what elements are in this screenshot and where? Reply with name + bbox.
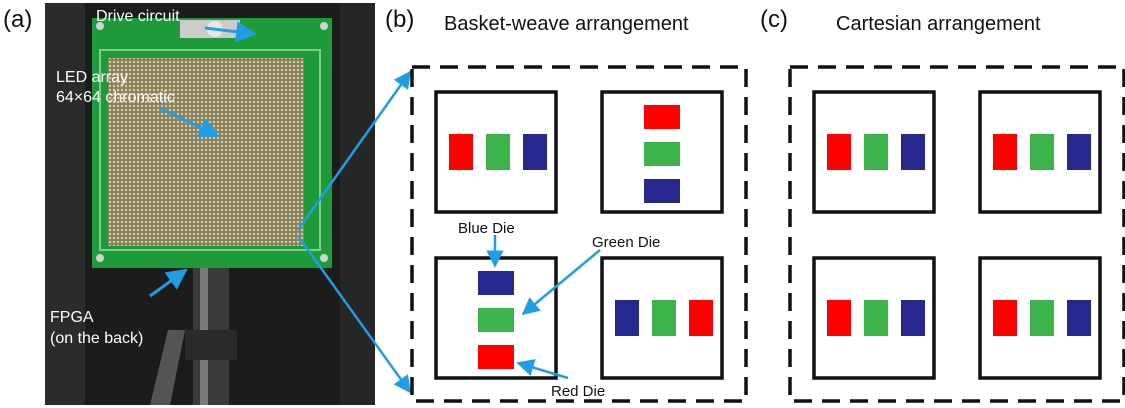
drive-circuit-label: Drive circuit xyxy=(96,8,180,25)
panel-b-cell-1-green-die xyxy=(486,134,510,170)
panel-b-cell-1-blue-die xyxy=(523,134,547,170)
panel-a: Drive circuit LED array 64×64 chromatic … xyxy=(45,3,375,405)
panel-c-letter: (c) xyxy=(760,6,788,33)
panel-c-cells xyxy=(812,90,1102,380)
panel-c-cell-3-green-die xyxy=(864,300,888,336)
led-array xyxy=(108,58,304,246)
pcb-screw-1 xyxy=(96,22,104,30)
photo-curtain-left xyxy=(45,3,85,405)
red-die-arrow xyxy=(516,359,569,380)
panel-c-cell-2-blue-die xyxy=(1067,134,1091,170)
panel-c-dashed-frame xyxy=(788,65,1125,403)
panel-b-cell-4-green-die xyxy=(652,300,676,336)
fpga-arrow xyxy=(149,268,188,298)
panel-c-cell-3 xyxy=(812,256,936,380)
green-die-arrow xyxy=(521,249,601,316)
panel-c-cell-1 xyxy=(812,90,936,214)
panel-b-cell-3-blue-die xyxy=(478,271,514,295)
panel-c-cell-2 xyxy=(978,90,1102,214)
panel-b-title: Basket-weave arrangement xyxy=(444,13,689,35)
panel-c-cell-3-red-die xyxy=(827,300,851,336)
panel-b-cell-2-red-die xyxy=(644,105,680,129)
drive-circuit-arrow xyxy=(204,21,258,43)
panel-b-cell-2-blue-die xyxy=(644,179,680,203)
led-array-label-line1: LED array xyxy=(56,69,128,86)
panel-c-title: Cartesian arrangement xyxy=(836,13,1041,35)
panel-c-cell-4-green-die xyxy=(1030,300,1054,336)
panel-b-cell-4-blue-die xyxy=(615,300,639,336)
panel-b-letter: (b) xyxy=(385,6,414,33)
fpga-label-line2: (on the back) xyxy=(50,330,143,347)
panel-b-cell-2-green-die xyxy=(644,142,680,166)
panel-b-cell-4-red-die xyxy=(689,300,713,336)
panel-c-cell-4 xyxy=(978,256,1102,380)
panel-c-cell-1-green-die xyxy=(864,134,888,170)
panel-b-cells xyxy=(434,90,724,380)
panel-c-cell-3-blue-die xyxy=(901,300,925,336)
blue-die-label: Blue Die xyxy=(458,220,515,237)
panel-c-cell-1-red-die xyxy=(827,134,851,170)
led-array-arrow xyxy=(159,106,220,138)
panel-b-cell-3-red-die xyxy=(478,345,514,369)
stand-clamp xyxy=(185,330,237,360)
panel-b-cell-1 xyxy=(434,90,558,214)
zoom-arrow-bottom xyxy=(296,235,412,394)
led-array-label-line2: 64×64 chromatic xyxy=(56,89,175,106)
red-die-label: Red Die xyxy=(551,383,605,400)
stand-leg xyxy=(150,330,185,405)
green-die-label: Green Die xyxy=(592,234,660,251)
pcb-trace-border xyxy=(99,49,321,251)
fpga-label-line1: FPGA xyxy=(50,309,94,326)
panel-c-cell-1-blue-die xyxy=(901,134,925,170)
panel-b-cell-2 xyxy=(600,90,724,214)
photo-curtain-right xyxy=(340,3,375,405)
panel-c-cell-4-blue-die xyxy=(1067,300,1091,336)
pcb-screw-3 xyxy=(96,254,104,262)
panel-c-cell-2-green-die xyxy=(1030,134,1054,170)
panel-c-cell-2-red-die xyxy=(993,134,1017,170)
pcb-screw-4 xyxy=(320,254,328,262)
pcb-screw-2 xyxy=(320,22,328,30)
panel-b-cell-3-green-die xyxy=(478,308,514,332)
zoom-arrow-top xyxy=(296,70,412,231)
panel-a-letter: (a) xyxy=(3,6,32,33)
panel-b-cell-4 xyxy=(600,256,724,380)
panel-c-cell-4-red-die xyxy=(993,300,1017,336)
panel-b-cell-1-red-die xyxy=(449,134,473,170)
